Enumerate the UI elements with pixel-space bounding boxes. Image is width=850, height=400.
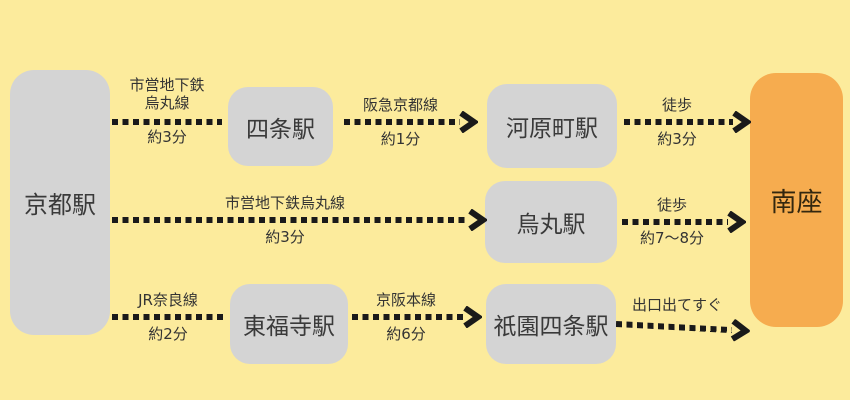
route-arrow-kyoto-karasuma [112,208,487,232]
transit-line-label: 徒歩 [661,96,692,114]
station-label: 河原町駅 [506,116,598,142]
duration-label: 約6分 [386,325,426,343]
transit-line-label: 阪急京都線 [362,96,438,114]
duration-label: 約3分 [147,128,187,146]
destination-box: 南座 [750,73,843,327]
dotted-line [622,219,728,225]
duration-label: 約1分 [380,130,421,148]
dotted-line [624,119,733,125]
station-box-gion-shijo: 祇園四条駅 [486,284,616,364]
station-label: 東福寺駅 [243,314,335,340]
dotted-line [112,314,224,320]
duration-label: 約3分 [265,228,305,246]
transit-line-label: 市営地下鉄 烏丸線 [129,76,205,113]
transit-line-label: JR奈良線 [138,291,198,309]
route-arrow-kawaramachi-minamiza [624,110,751,134]
exit-note-label: 出口出てすぐ [631,296,722,314]
origin-station-box: 京都駅 [10,70,110,335]
dotted-line [352,314,464,320]
duration-label: 約3分 [657,130,697,148]
transit-line-label: 市営地下鉄烏丸線 [224,194,345,212]
station-label: 烏丸駅 [516,212,586,238]
route-arrow-karasuma-minamiza [622,210,746,234]
arrowhead-icon [730,318,751,342]
station-label: 祇園四条駅 [493,314,609,340]
dotted-line [615,321,732,334]
duration-label: 約7〜8分 [639,229,705,247]
arrowhead-icon [463,306,482,328]
arrowhead-icon [727,211,746,233]
route-arrow-gion-minamiza [615,312,751,343]
origin-station-label: 京都駅 [24,191,96,219]
transit-line-label: 京阪本線 [375,291,436,309]
route-arrow-kyoto-tofukuji [112,305,224,329]
station-box-karasuma: 烏丸駅 [485,181,617,263]
dotted-line [112,119,222,125]
destination-label: 南座 [770,187,823,218]
station-box-shijo: 四条駅 [228,87,333,166]
station-label: 四条駅 [246,116,315,143]
dotted-line [112,217,469,223]
arrowhead-icon [459,111,478,133]
station-box-tofukuji: 東福寺駅 [230,284,348,364]
route-arrow-kyoto-shijo [112,110,222,134]
dotted-line [344,119,460,125]
route-arrow-tofukuji-gion [352,305,482,329]
station-box-kawaramachi: 河原町駅 [487,84,617,168]
arrowhead-icon [732,111,751,133]
transit-line-label: 徒歩 [656,196,687,214]
duration-label: 約2分 [148,325,188,343]
route-arrow-shijo-kawaramachi [344,110,478,134]
arrowhead-icon [468,209,487,231]
